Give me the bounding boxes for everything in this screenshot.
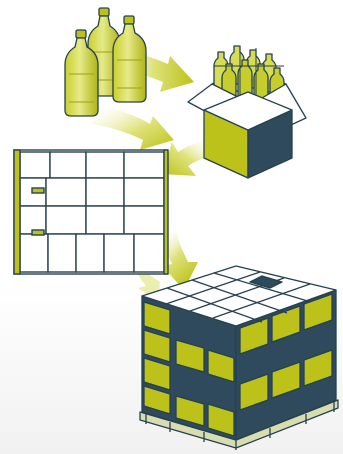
bottles-group [65, 8, 146, 116]
carton-box-icon [188, 46, 306, 178]
layer-clip [32, 230, 44, 235]
layer-row-4 [20, 234, 164, 272]
layer-rail-right [164, 150, 168, 274]
layer-rail-left [14, 150, 20, 274]
layer-clip [32, 188, 44, 193]
bottle-icon [113, 16, 146, 102]
arrow-bottles-to-layer [92, 104, 174, 150]
pallet-layer-icon [14, 150, 168, 274]
loaded-pallet-icon [140, 266, 338, 450]
layer-row-1 [20, 152, 164, 178]
